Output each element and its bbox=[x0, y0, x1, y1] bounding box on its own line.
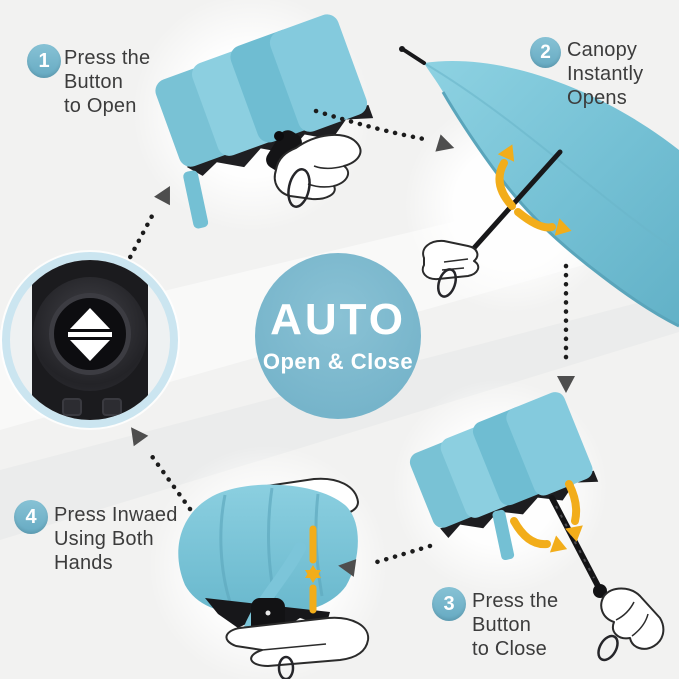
step-2-label: Canopy Instantly Opens bbox=[567, 38, 643, 110]
auto-title: AUTO bbox=[270, 295, 406, 344]
flow-arrow-closeup-to-1 bbox=[123, 213, 155, 268]
open-close-button[interactable] bbox=[49, 292, 131, 375]
close-motion-arrows bbox=[510, 480, 583, 553]
step-3-badge: 3 bbox=[432, 587, 466, 621]
step-label-line: Button bbox=[64, 71, 124, 93]
button-recess bbox=[33, 276, 147, 391]
step-label-line: Instantly bbox=[567, 63, 644, 85]
hand-hold-shaft bbox=[421, 239, 480, 298]
step-label-line: Using Both bbox=[54, 528, 154, 550]
flow-arrow-4-to-closeup bbox=[148, 452, 193, 512]
step-label-line: Canopy bbox=[567, 39, 638, 61]
step-1-badge: 1 bbox=[27, 44, 61, 78]
open-umbrella-step2 bbox=[399, 46, 679, 328]
compress-umbrella-step4 bbox=[178, 477, 370, 679]
flow-arrow-3-to-4 bbox=[367, 543, 433, 567]
step-4-badge: 4 bbox=[14, 500, 48, 534]
step-label-line: Press the bbox=[64, 47, 151, 69]
step-label-line: Opens bbox=[567, 87, 627, 109]
step-3-label: Press the Button to Close bbox=[472, 589, 558, 661]
strap-slot bbox=[62, 398, 82, 416]
step-label-line: Press Inwaed bbox=[54, 504, 178, 526]
step-label-line: to Open bbox=[64, 95, 137, 117]
compress-motion-arrows bbox=[305, 525, 321, 614]
auto-subtitle: Open & Close bbox=[262, 349, 414, 374]
hand-press-close bbox=[597, 587, 665, 662]
hand-press-open bbox=[273, 133, 362, 208]
strap-slot bbox=[102, 398, 122, 416]
flow-arrow-1-to-2 bbox=[313, 108, 427, 142]
step-label-line: Press the bbox=[472, 590, 559, 612]
open-motion-arrows bbox=[495, 144, 572, 236]
up-down-arrows-icon bbox=[68, 307, 112, 361]
step-4-label: Press Inwaed Using Both Hands bbox=[54, 503, 178, 575]
folded-umbrella-step3 bbox=[409, 392, 665, 662]
auto-open-close-badge: AUTO Open & Close bbox=[255, 253, 421, 419]
step-1-label: Press the Button to Open bbox=[64, 46, 150, 118]
button-closeup bbox=[2, 252, 178, 428]
step-2-badge: 2 bbox=[530, 37, 561, 68]
folded-umbrella-step1 bbox=[155, 14, 374, 229]
flow-arrows bbox=[123, 108, 575, 577]
step-label-line: to Close bbox=[472, 638, 547, 660]
hand-bottom bbox=[225, 616, 370, 679]
step-label-line: Hands bbox=[54, 552, 113, 574]
step-label-line: Button bbox=[472, 614, 532, 636]
